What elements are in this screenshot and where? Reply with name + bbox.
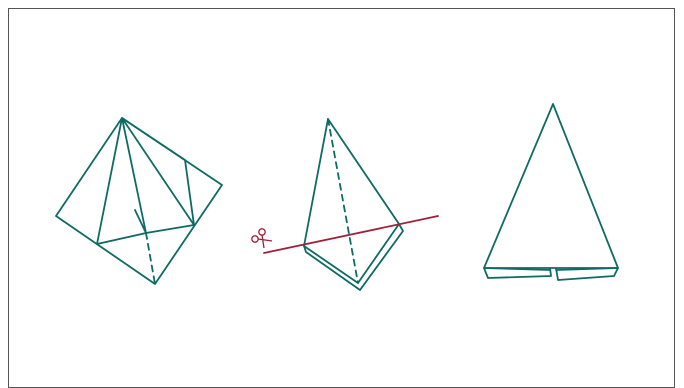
step-1-outline [55, 117, 223, 285]
diagram-frame [8, 8, 675, 388]
step-1-hidden-fold [145, 232, 156, 285]
step-2-cut-shape [251, 118, 439, 291]
origami-diagram [55, 103, 619, 291]
step-2-hidden-fold [327, 118, 359, 284]
step-3-triangle [483, 103, 619, 269]
step-3-base-flaps [483, 267, 619, 281]
scissors-icon [251, 228, 273, 249]
step-2-lower-layer [303, 223, 404, 291]
step-1-fold-lines [96, 117, 195, 245]
step-1-folded-square [55, 117, 223, 285]
step-2-outline [303, 118, 400, 284]
cut-line [263, 215, 439, 254]
step-3-result-triangle [483, 103, 619, 281]
